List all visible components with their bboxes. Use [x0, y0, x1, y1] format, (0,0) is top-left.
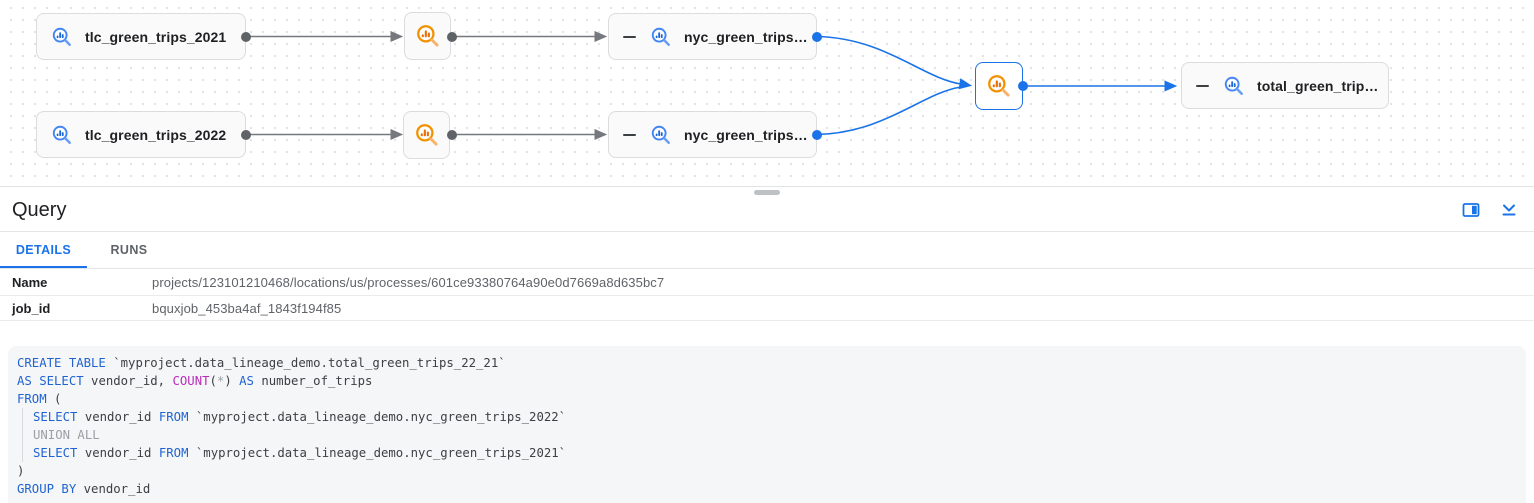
detail-value: bquxjob_453ba4af_1843f194f85	[152, 300, 342, 316]
panel-resize-handle[interactable]	[754, 190, 780, 195]
detail-row-name: Name projects/123101210468/locations/us/…	[0, 269, 1534, 296]
query-process-icon	[415, 23, 441, 49]
sql-code-block: CREATE TABLE `myproject.data_lineage_dem…	[8, 346, 1526, 503]
bigquery-table-icon	[51, 26, 73, 48]
detail-key: Name	[12, 274, 48, 290]
edge-port-dot	[812, 31, 822, 42]
table-node-label: nyc_green_trips…	[684, 28, 808, 45]
table-node-tlc-green-trips-2022[interactable]: tlc_green_trips_2022	[36, 111, 246, 158]
collapse-columns-icon[interactable]	[1196, 84, 1209, 87]
lineage-graph: tlc_green_trips_2021 tlc_green_trips_202…	[0, 0, 1534, 187]
process-node-query-selected[interactable]	[975, 62, 1023, 110]
edge-port-dot	[447, 31, 457, 42]
panel-tabs: DETAILS RUNS	[0, 232, 1534, 269]
query-process-icon	[414, 122, 440, 148]
query-details-panel: Query DETAILS RUNS	[0, 187, 1534, 503]
edge-port-dot	[241, 129, 251, 140]
table-node-nyc-green-trips-1[interactable]: nyc_green_trips…	[608, 13, 817, 60]
process-node-query-2022[interactable]	[403, 111, 450, 159]
edge-port-dot	[1018, 81, 1028, 91]
table-node-label: total_green_trip…	[1257, 77, 1379, 94]
collapse-panel-icon[interactable]	[1500, 201, 1518, 219]
detail-key: job_id	[12, 300, 51, 316]
table-node-tlc-green-trips-2021[interactable]: tlc_green_trips_2021	[36, 13, 246, 60]
table-node-label: nyc_green_trips…	[684, 126, 808, 143]
bigquery-table-icon	[650, 26, 672, 48]
bigquery-table-icon	[650, 124, 672, 146]
panel-title: Query	[12, 198, 67, 221]
indent-guide	[22, 426, 33, 444]
edge-port-dot	[812, 129, 822, 140]
bigquery-table-icon	[1223, 75, 1245, 97]
detail-row-job-id: job_id bquxjob_453ba4af_1843f194f85	[0, 296, 1534, 321]
table-node-label: tlc_green_trips_2022	[85, 126, 227, 143]
edge-port-dot	[241, 31, 251, 42]
active-tab-indicator	[0, 265, 87, 268]
indent-guide	[22, 408, 33, 426]
tab-details[interactable]: DETAILS	[0, 232, 87, 268]
collapse-columns-icon[interactable]	[623, 35, 636, 38]
edge-port-dot	[447, 129, 457, 140]
collapse-columns-icon[interactable]	[623, 133, 636, 136]
detail-value: projects/123101210468/locations/us/proce…	[152, 274, 665, 290]
table-node-total-green-trips[interactable]: total_green_trip…	[1181, 62, 1389, 109]
bigquery-table-icon	[51, 124, 73, 146]
process-node-query-2021[interactable]	[404, 12, 451, 60]
indent-guide	[22, 444, 33, 462]
open-in-side-panel-icon[interactable]	[1462, 201, 1480, 219]
details-table: Name projects/123101210468/locations/us/…	[0, 269, 1534, 321]
table-node-nyc-green-trips-2[interactable]: nyc_green_trips…	[608, 111, 817, 158]
table-node-label: tlc_green_trips_2021	[85, 28, 227, 45]
panel-header: Query	[0, 187, 1534, 232]
query-process-icon	[986, 73, 1012, 99]
tab-runs[interactable]: RUNS	[110, 243, 148, 257]
